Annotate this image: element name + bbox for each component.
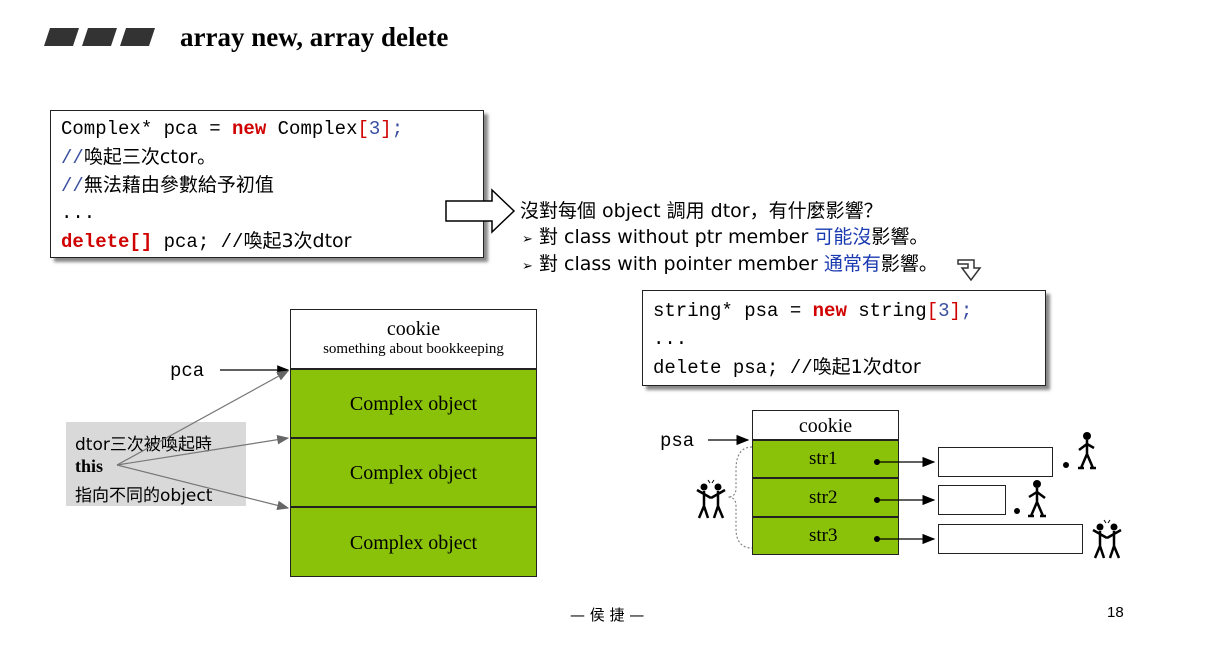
psa-label: psa [660, 430, 695, 452]
str2-cell: str2 [752, 478, 899, 517]
pca-label: pca [170, 360, 205, 382]
this-callout [66, 422, 246, 506]
stick-figure-icon [1028, 480, 1046, 518]
str1-cell: str1 [752, 440, 899, 478]
this-arrow-1 [116, 370, 290, 466]
code-line-1: Complex* pca = new Complex[3]; [61, 118, 404, 140]
complex-object-cell: Complex object [290, 438, 537, 507]
cookie-cell: cookie something about bookkeeping [290, 309, 537, 369]
callout-line-2: this [75, 456, 104, 476]
page-number: 18 [1107, 604, 1124, 621]
code2-line-2: ... [653, 328, 688, 350]
this-arrow-3 [116, 464, 290, 511]
code-box-string: string* psa = new string[3]; ... delete … [642, 290, 1046, 386]
bullet-note-2: ➢ 對 class with pointer member 通常有影響。 [522, 253, 938, 275]
dancing-figures-icon [696, 479, 726, 519]
cookie-cell-right: cookie [752, 410, 899, 440]
stick-figure-icon [1078, 432, 1096, 470]
str3-cell: str3 [752, 517, 899, 555]
dotted-brace [727, 446, 753, 549]
page-title: array new, array delete [180, 22, 449, 52]
footer-author: — 侯 捷 — [570, 606, 645, 624]
dancing-figures-icon [1092, 519, 1122, 559]
bullet-note-1: ➢ 對 class without ptr member 可能沒影響。 [522, 226, 929, 248]
hollow-right-arrow-icon [445, 188, 516, 234]
code2-line-1: string* psa = new string[3]; [653, 300, 973, 322]
heap-block-3 [938, 524, 1083, 554]
complex-object-cell: Complex object [290, 507, 537, 577]
complex-object-cell: Complex object [290, 369, 537, 438]
code-line-4: ... [61, 202, 96, 224]
callout-line-3: 指向不同的object [75, 486, 213, 506]
code-line-5: delete[] pca; //喚起3次dtor [61, 230, 352, 253]
bent-down-arrow-icon [957, 259, 982, 282]
title-decoration-bars [44, 28, 155, 46]
code-line-2: //喚起三次ctor。 [61, 146, 217, 169]
this-arrow-2 [116, 434, 290, 466]
callout-line-1: dtor三次被喚起時 [75, 435, 212, 455]
heap-block-1 [938, 447, 1053, 477]
code-line-3: //無法藉由參數給予初值 [61, 174, 274, 197]
heap-block-2 [938, 485, 1006, 515]
question-note: 沒對每個 object 調用 dtor，有什麼影響？ [520, 200, 883, 222]
code-box-complex: Complex* pca = new Complex[3]; //喚起三次cto… [50, 110, 484, 258]
code2-line-3: delete psa; //喚起1次dtor [653, 356, 921, 379]
